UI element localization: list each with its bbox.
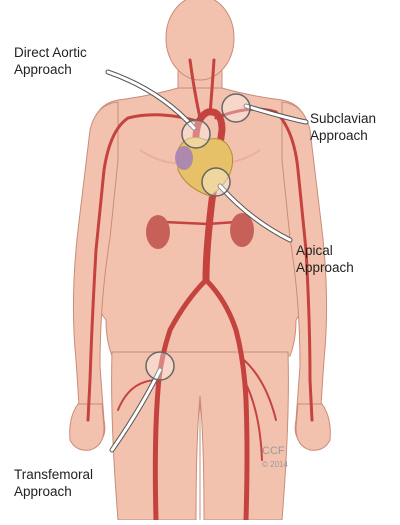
aorta [192, 108, 226, 284]
left-carotid [188, 58, 202, 120]
label-subclavian-line2: Approach [310, 128, 368, 143]
label-transfemoral-line2: Approach [14, 484, 72, 499]
label-apical-line1: Apical [296, 243, 333, 258]
credit-org: CCF [262, 445, 285, 457]
right-hand [295, 403, 331, 451]
label-direct-aortic-line1: Direct Aortic [14, 45, 87, 60]
left-hand [69, 403, 105, 451]
subclavian-marker-icon [221, 93, 251, 123]
apical-marker-icon [201, 167, 231, 197]
direct-aortic-marker-icon [181, 119, 211, 149]
label-transfemoral-line1: Transfemoral [14, 467, 94, 482]
credit-year: © 2014 [262, 460, 288, 469]
transfemoral-marker-icon [145, 351, 175, 381]
renal-arteries [162, 220, 238, 226]
heart-atria [175, 146, 193, 170]
label-apical: Apical Approach [296, 242, 354, 276]
label-subclavian: Subclavian Approach [310, 110, 376, 144]
subclavian-left [86, 113, 202, 422]
label-direct-aortic: Direct Aortic Approach [14, 44, 87, 78]
label-subclavian-line1: Subclavian [310, 111, 377, 126]
right-iliac [203, 277, 250, 523]
leg-branch-2 [243, 359, 277, 421]
head [165, 0, 235, 81]
left-kidney [146, 215, 170, 249]
body-figure [69, 0, 331, 521]
label-apical-line2: Approach [296, 260, 354, 275]
right-carotid [208, 58, 216, 116]
heart [175, 137, 234, 197]
approach-markers [145, 93, 251, 381]
leg-branch-3 [243, 379, 263, 461]
right-kidney [230, 213, 254, 247]
label-transfemoral: Transfemoral Approach [14, 466, 93, 500]
label-direct-aortic-line2: Approach [14, 62, 72, 77]
